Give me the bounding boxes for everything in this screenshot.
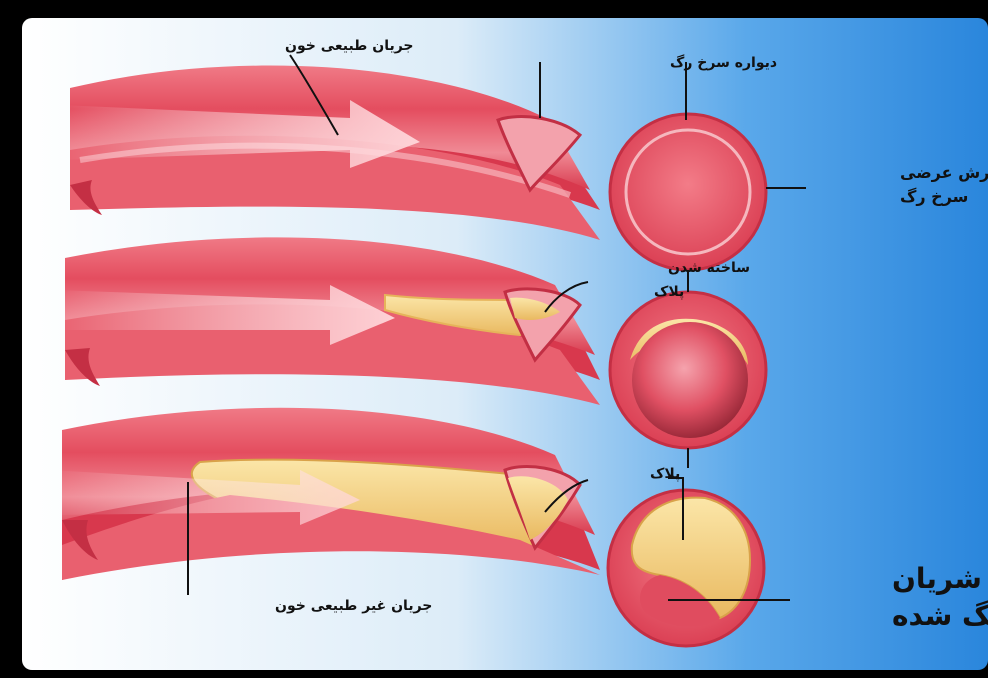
label-plaque-buildup-2: پلاک [654, 284, 684, 300]
cross-section-normal [610, 114, 766, 270]
label-cross-section-1: برش عرضی [900, 163, 988, 182]
label-plaque-buildup-1: ساخته شدن [668, 260, 750, 276]
label-artery-wall: دیواره سرخ رگ [670, 54, 777, 71]
label-narrowed-1: شریان [892, 562, 982, 595]
label-normal-flow: جریان طبیعی خون [285, 38, 414, 54]
label-cross-section-2: سرخ رگ [900, 187, 968, 206]
label-plaque: پلاک [650, 466, 680, 482]
cross-section-narrowed [608, 490, 764, 646]
cross-section-plaque-building [610, 292, 766, 448]
label-narrowed-2: تنگ شده [892, 599, 988, 632]
label-abnormal-flow: جریان غیر طبیعی خون [275, 598, 432, 614]
